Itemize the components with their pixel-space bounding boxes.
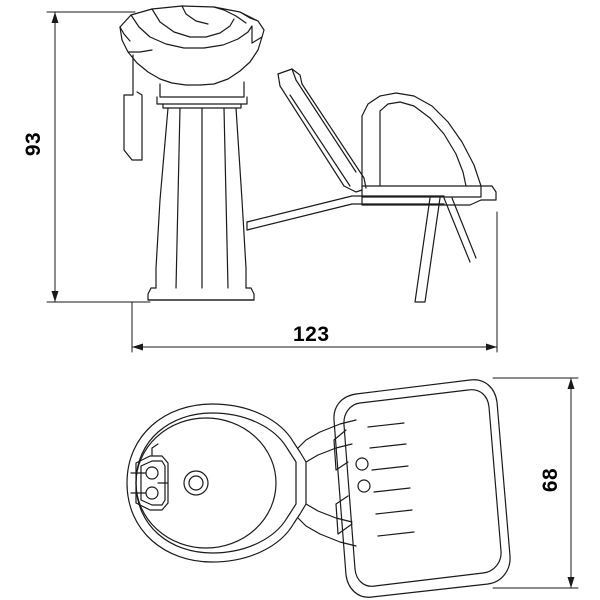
dimension-label-height: 93 — [22, 131, 46, 157]
top-bridge — [297, 419, 357, 547]
side-column-top — [156, 81, 248, 109]
side-pedestal — [147, 107, 255, 301]
side-chair-back — [361, 92, 497, 206]
top-chair-body — [333, 379, 511, 598]
side-chair-seat — [277, 68, 367, 193]
side-chair-legs — [414, 197, 477, 303]
dimension-depth-68 — [492, 377, 579, 589]
side-basin-neck — [123, 54, 143, 161]
dimension-height-93 — [46, 11, 151, 303]
side-basin — [119, 5, 265, 86]
dimension-label-depth: 68 — [539, 467, 563, 493]
dimension-label-length: 123 — [293, 323, 330, 346]
dimension-length-123 — [131, 211, 498, 353]
top-bowl — [126, 403, 307, 563]
side-seat-bar — [246, 195, 445, 231]
top-faucet-plate — [130, 443, 169, 511]
